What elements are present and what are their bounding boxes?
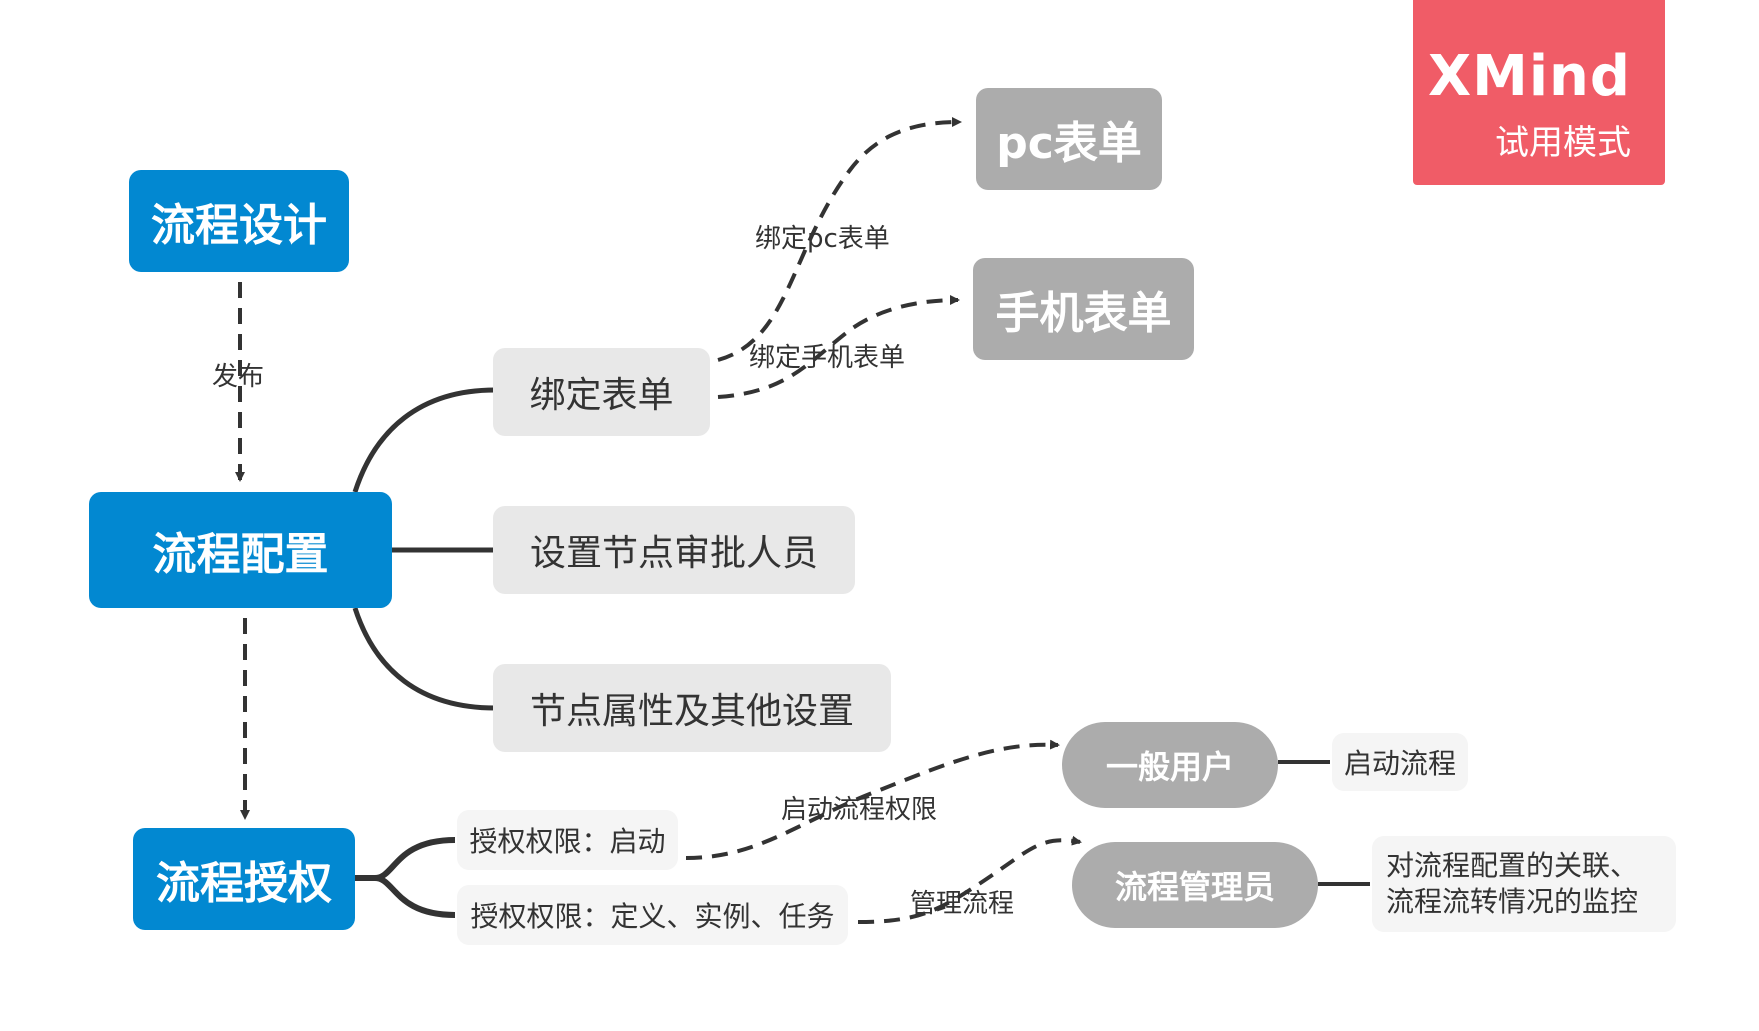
edge-label-bind-mobile: 绑定手机表单	[749, 343, 906, 373]
watermark-brand: XMind	[1427, 44, 1631, 109]
edge-config-props	[352, 607, 496, 711]
topic-process-auth[interactable]: 流程授权	[133, 828, 355, 930]
node-label: 流程管理员	[1114, 868, 1275, 906]
edge-start-user	[685, 739, 1060, 860]
subtopic-node-props[interactable]: 节点属性及其他设置	[493, 664, 891, 752]
watermark-mode: 试用模式	[1495, 123, 1631, 163]
node-label: 手机表单	[995, 288, 1172, 339]
detail-label-line2: 流程流转情况的监控	[1386, 885, 1639, 918]
detail-start-process[interactable]: 启动流程	[1332, 733, 1468, 791]
node-mobile-form[interactable]: 手机表单	[973, 258, 1194, 360]
detail-label: 启动流程	[1343, 747, 1456, 780]
topic-label: 流程授权	[156, 858, 332, 909]
topic-label: 流程配置	[152, 529, 329, 580]
subtopic-label: 授权权限：定义、实例、任务	[470, 900, 835, 933]
edge-label-publish: 发布	[212, 362, 265, 392]
topic-process-config[interactable]: 流程配置	[89, 492, 392, 608]
node-label: 一般用户	[1105, 748, 1234, 786]
edge-auth-define	[374, 875, 456, 918]
subtopic-set-approvers[interactable]: 设置节点审批人员	[493, 506, 855, 594]
edge-label-manage-process: 管理流程	[910, 889, 1015, 919]
subtopic-label: 设置节点审批人员	[529, 533, 818, 574]
topic-process-design[interactable]: 流程设计	[129, 170, 349, 272]
edge-define-admin	[857, 835, 1082, 924]
subtopic-auth-define[interactable]: 授权权限：定义、实例、任务	[457, 885, 848, 945]
node-process-admin[interactable]: 流程管理员	[1072, 842, 1318, 928]
edge-config-bindform	[352, 387, 496, 493]
node-general-user[interactable]: 一般用户	[1062, 722, 1278, 808]
detail-admin-desc[interactable]: 对流程配置的关联、 流程流转情况的监控	[1372, 836, 1676, 932]
topic-label: 流程设计	[151, 200, 327, 251]
node-label: pc表单	[996, 118, 1142, 169]
subtopic-label: 绑定表单	[529, 375, 674, 416]
node-pc-form[interactable]: pc表单	[976, 88, 1162, 190]
subtopic-label: 授权权限：启动	[469, 825, 666, 858]
edge-label-bind-pc: 绑定pc表单	[755, 224, 890, 254]
edge-bind-pc	[717, 117, 962, 362]
trial-watermark: XMind 试用模式	[1413, 0, 1665, 185]
subtopic-label: 节点属性及其他设置	[529, 691, 854, 732]
subtopic-bind-form[interactable]: 绑定表单	[493, 348, 710, 436]
edge-auth-start	[355, 837, 456, 881]
detail-label-line1: 对流程配置的关联、	[1386, 849, 1639, 882]
subtopic-auth-start[interactable]: 授权权限：启动	[457, 810, 678, 870]
edge-label-start-permission: 启动流程权限	[781, 795, 938, 825]
